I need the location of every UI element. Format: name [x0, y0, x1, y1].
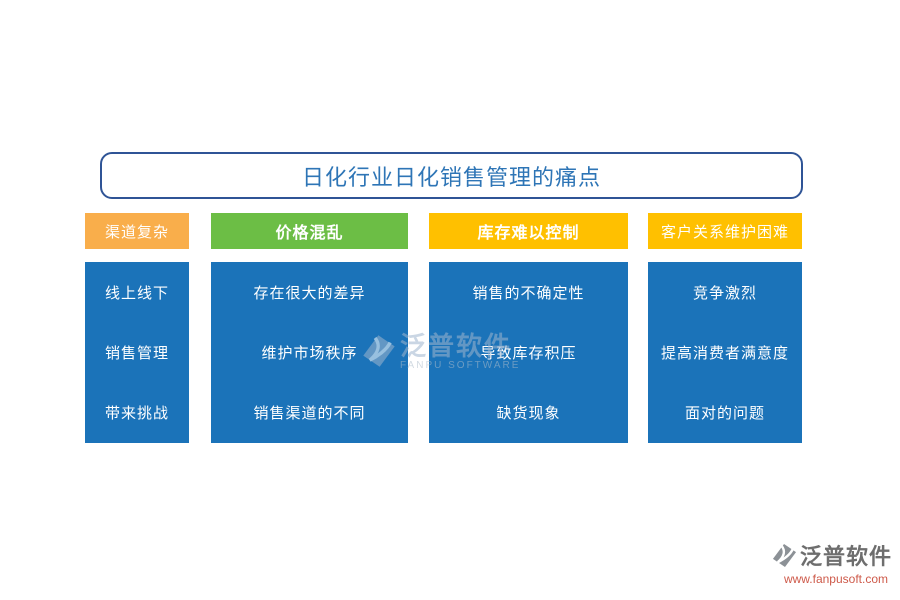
column-item: 提高消费者满意度: [660, 345, 789, 362]
column-item: 带来挑战: [104, 406, 169, 423]
pain-point-column-customer: 客户关系维护困难 竞争激烈 提高消费者满意度 面对的问题: [648, 213, 802, 443]
fanpu-logo-icon: [772, 543, 797, 568]
column-item: 缺货现象: [496, 406, 561, 423]
column-item: 竞争激烈: [692, 285, 757, 302]
column-body: 存在很大的差异 维护市场秩序 销售渠道的不同: [211, 262, 408, 443]
column-item: 维护市场秩序: [261, 345, 358, 362]
footer-logo-url: www.fanpusoft.com: [783, 572, 888, 586]
column-body: 销售的不确定性 导致库存积压 缺货现象: [429, 262, 628, 443]
pain-point-column-inventory: 库存难以控制 销售的不确定性 导致库存积压 缺货现象: [429, 213, 628, 443]
column-header: 客户关系维护困难: [648, 213, 802, 249]
pain-point-column-channel: 渠道复杂 线上线下 销售管理 带来挑战: [85, 213, 189, 443]
column-header: 价格混乱: [211, 213, 408, 249]
title-banner: 日化行业日化销售管理的痛点: [100, 152, 803, 199]
column-header: 库存难以控制: [429, 213, 628, 249]
column-body: 线上线下 销售管理 带来挑战: [85, 262, 189, 443]
pain-point-column-price: 价格混乱 存在很大的差异 维护市场秩序 销售渠道的不同: [211, 213, 408, 443]
fanpu-footer-logo: 泛普软件 www.fanpusoft.com: [772, 539, 892, 586]
column-body: 竞争激烈 提高消费者满意度 面对的问题: [648, 262, 802, 443]
column-header: 渠道复杂: [85, 213, 189, 249]
column-item: 导致库存积压: [480, 345, 577, 362]
column-item: 销售的不确定性: [472, 285, 585, 302]
footer-logo-name: 泛普软件: [799, 544, 892, 569]
column-item: 面对的问题: [684, 406, 765, 423]
column-item: 销售渠道的不同: [253, 406, 366, 423]
column-item: 销售管理: [104, 345, 169, 362]
column-item: 存在很大的差异: [253, 285, 366, 302]
page-title: 日化行业日化销售管理的痛点: [301, 164, 601, 190]
column-item: 线上线下: [104, 285, 169, 302]
